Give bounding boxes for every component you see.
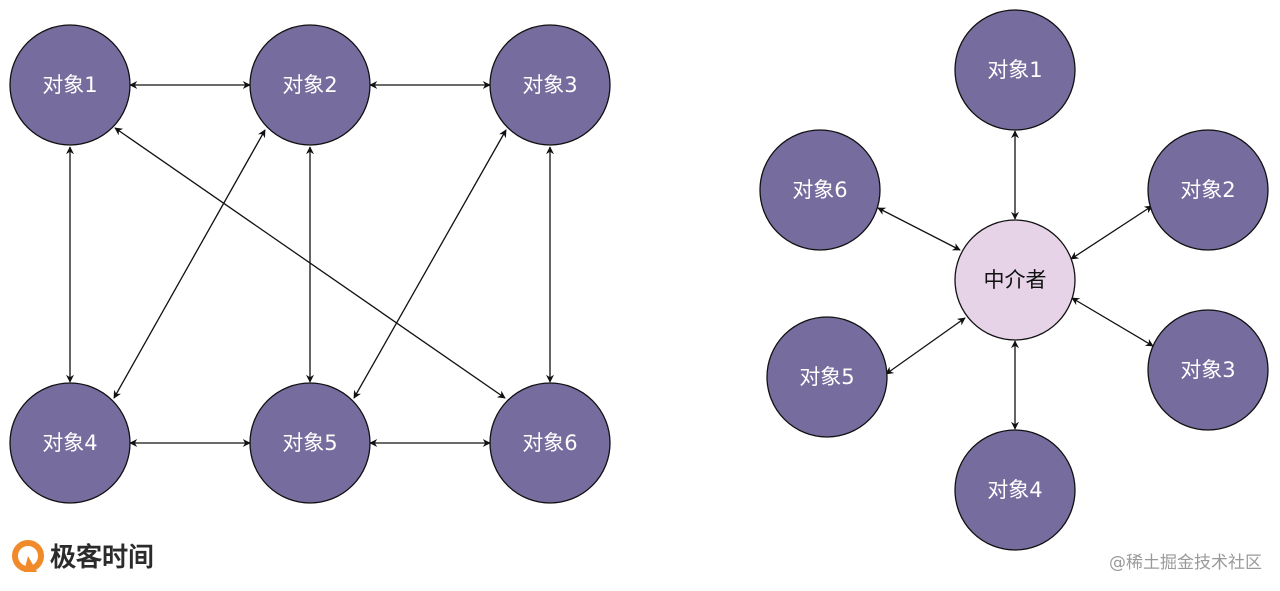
edge-mediator-3 — [1071, 297, 1154, 347]
right-node-3-label: 对象3 — [1180, 358, 1235, 382]
right-edges — [877, 130, 1154, 430]
brand-logo: 极客时间 — [12, 540, 154, 573]
right-node-2: 对象2 — [1147, 129, 1269, 251]
left-node-2-label: 对象2 — [282, 73, 337, 97]
edge-mediator-6 — [877, 207, 961, 251]
mediator-label: 中介者 — [984, 268, 1047, 292]
left-nodes: 对象1 对象2 对象3 对象4 对象5 对象6 — [9, 24, 611, 504]
left-node-3-label: 对象3 — [522, 73, 577, 97]
left-node-6: 对象6 — [489, 382, 611, 504]
left-node-6-label: 对象6 — [522, 431, 577, 455]
right-node-4: 对象4 — [954, 429, 1076, 551]
right-node-5: 对象5 — [766, 316, 888, 438]
right-node-2-label: 对象2 — [1180, 178, 1235, 202]
edge-3-5 — [353, 129, 507, 399]
right-nodes: 中介者 对象1 对象2 对象3 对象4 对象5 对象6 — [759, 9, 1269, 551]
edge-2-4 — [113, 129, 266, 399]
right-node-3: 对象3 — [1147, 309, 1269, 431]
left-node-3: 对象3 — [489, 24, 611, 146]
brand-logo-text: 极客时间 — [50, 542, 154, 573]
left-node-5-label: 对象5 — [282, 431, 337, 455]
right-node-6-label: 对象6 — [792, 178, 847, 202]
left-node-4-label: 对象4 — [42, 431, 97, 455]
right-node-4-label: 对象4 — [987, 478, 1042, 502]
edge-mediator-2 — [1070, 205, 1153, 260]
right-node-1-label: 对象1 — [987, 58, 1042, 82]
right-node-6: 对象6 — [759, 129, 881, 251]
edge-mediator-5 — [885, 317, 966, 375]
left-node-1: 对象1 — [9, 24, 131, 146]
left-node-1-label: 对象1 — [42, 73, 97, 97]
watermark-text: @稀土掘金技术社区 — [1109, 553, 1262, 573]
left-node-4: 对象4 — [9, 382, 131, 504]
right-node-1: 对象1 — [954, 9, 1076, 131]
left-node-5: 对象5 — [249, 382, 371, 504]
geektime-logo-icon — [12, 540, 44, 572]
left-edges — [66, 81, 554, 447]
right-node-5-label: 对象5 — [799, 365, 854, 389]
left-node-2: 对象2 — [249, 24, 371, 146]
mediator-node: 中介者 — [954, 219, 1076, 341]
